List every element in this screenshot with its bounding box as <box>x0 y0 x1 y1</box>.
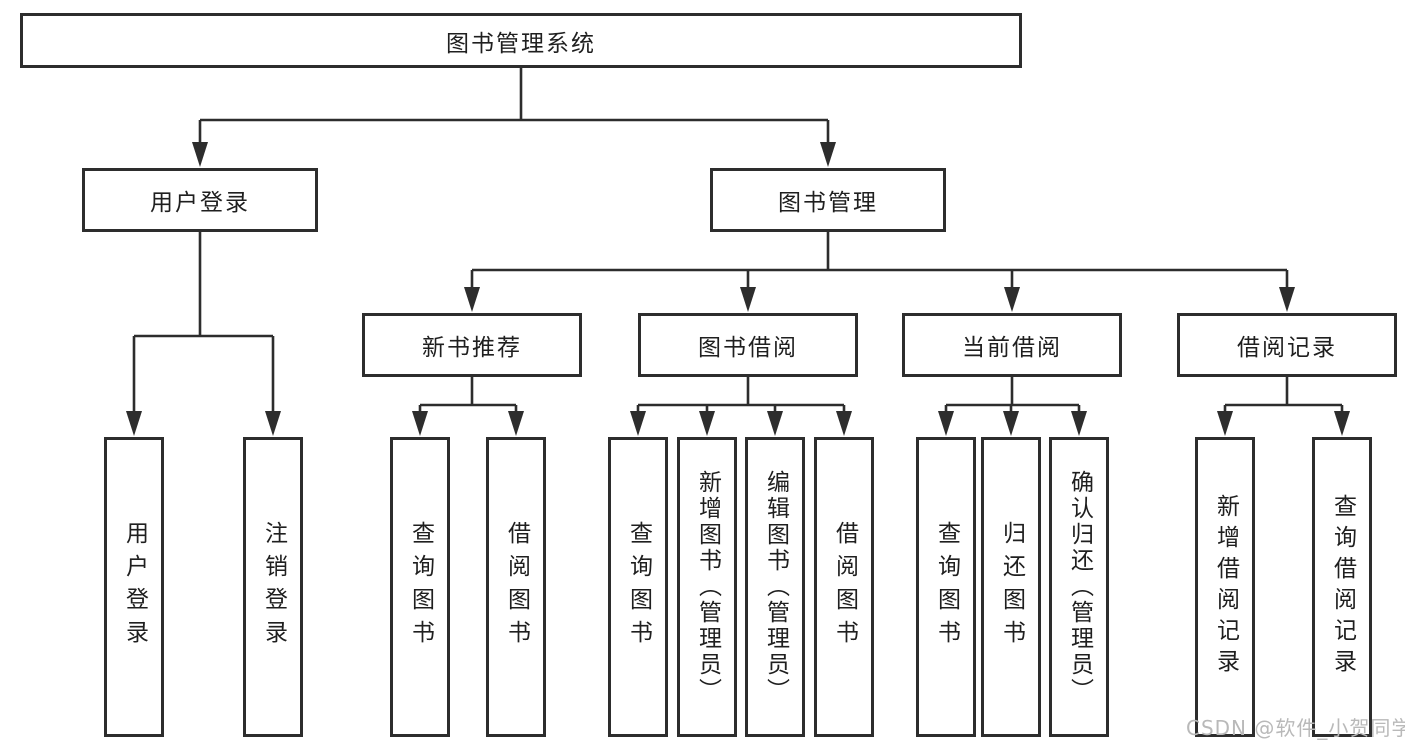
leaf-label: 归还图书 <box>998 521 1025 653</box>
watermark: CSDN @软件_小贺同学 <box>1186 716 1405 740</box>
leaf-borrow-books-recommend: 借阅图书 <box>486 437 546 737</box>
node-borrowing-records: 借阅记录 <box>1177 313 1397 377</box>
leaf-return-book: 归还图书 <box>981 437 1041 737</box>
leaf-add-borrow-record: 新增借阅记录 <box>1195 437 1255 737</box>
leaf-query-borrow-record: 查询借阅记录 <box>1312 437 1372 737</box>
leaf-user-login: 用户登录 <box>104 437 164 737</box>
leaf-label: 查询图书 <box>625 521 652 653</box>
leaf-label: 借阅图书 <box>831 521 858 653</box>
leaf-borrow-books-borrowing: 借阅图书 <box>814 437 874 737</box>
leaf-label: 注销登录 <box>260 521 287 653</box>
node-current-borrowing: 当前借阅 <box>902 313 1122 377</box>
leaf-label: 编辑图书（管理员） <box>762 470 789 704</box>
leaf-label: 查询图书 <box>933 521 960 653</box>
leaf-label: 借阅图书 <box>503 521 530 653</box>
leaf-label: 查询图书 <box>407 521 434 653</box>
node-user-login: 用户登录 <box>82 168 318 232</box>
leaf-label: 新增借阅记录 <box>1212 494 1239 680</box>
leaf-query-books-recommend: 查询图书 <box>390 437 450 737</box>
leaf-query-books-borrowing: 查询图书 <box>608 437 668 737</box>
leaf-label: 新增图书（管理员） <box>694 470 721 704</box>
leaf-label: 确认归还（管理员） <box>1066 470 1093 704</box>
leaf-label: 查询借阅记录 <box>1329 494 1356 680</box>
node-root: 图书管理系统 <box>20 13 1022 68</box>
node-new-book-recommend: 新书推荐 <box>362 313 582 377</box>
leaf-query-books-current: 查询图书 <box>916 437 976 737</box>
node-book-borrowing: 图书借阅 <box>638 313 858 377</box>
node-book-management: 图书管理 <box>710 168 946 232</box>
leaf-edit-book-admin: 编辑图书（管理员） <box>745 437 805 737</box>
leaf-confirm-return-admin: 确认归还（管理员） <box>1049 437 1109 737</box>
leaf-add-book-admin: 新增图书（管理员） <box>677 437 737 737</box>
leaf-logout-login: 注销登录 <box>243 437 303 737</box>
leaf-label: 用户登录 <box>121 521 148 653</box>
